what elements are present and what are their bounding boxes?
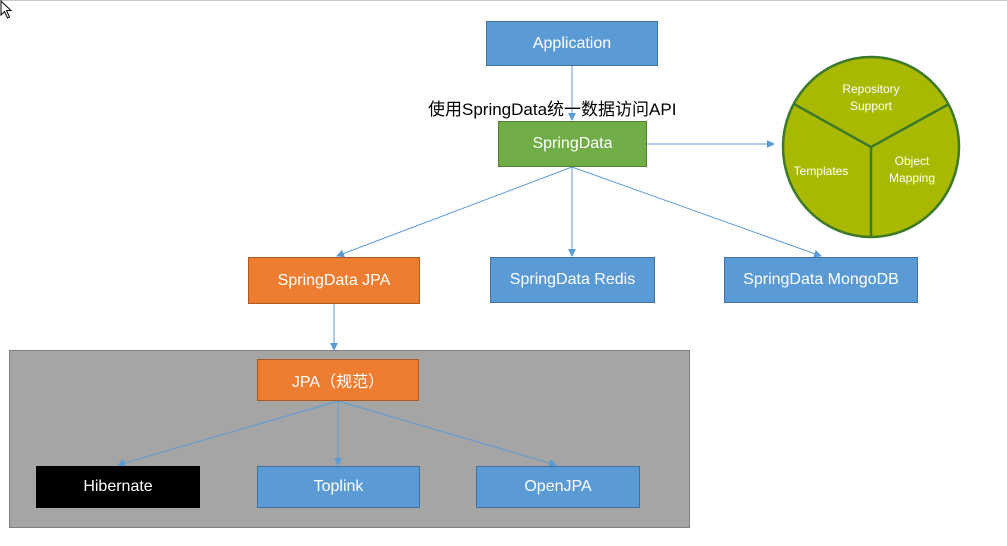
arrow-spec-openjpa bbox=[337, 400, 557, 467]
application-box: Application bbox=[486, 21, 658, 66]
object-mapping-label: Object Mapping bbox=[888, 154, 936, 185]
springdata-features-circle: Repository Support Templates Object Mapp… bbox=[781, 55, 961, 239]
arrow-springdata-jpa bbox=[336, 166, 573, 258]
arrow-springdata-mongodb bbox=[571, 166, 822, 258]
springdata-mongodb-box: SpringData MongoDB bbox=[724, 257, 918, 303]
springdata-label: SpringData bbox=[532, 135, 613, 152]
features-pie-chart bbox=[781, 55, 961, 239]
hibernate-box: Hibernate bbox=[36, 466, 200, 508]
springdata-jpa-label: SpringData JPA bbox=[277, 271, 391, 289]
springdata-jpa-box: SpringData JPA bbox=[248, 257, 420, 304]
hibernate-label: Hibernate bbox=[83, 478, 153, 495]
springdata-redis-label: SpringData Redis bbox=[509, 271, 636, 288]
springdata-mongodb-label: SpringData MongoDB bbox=[743, 271, 899, 288]
openjpa-box: OpenJPA bbox=[476, 466, 640, 508]
repository-support-label: Repository Support bbox=[842, 82, 900, 113]
mouse-cursor-icon bbox=[0, 0, 13, 19]
toplink-box: Toplink bbox=[257, 466, 420, 508]
jpa-spec-label: JPA（规范） bbox=[291, 374, 385, 391]
openjpa-label: OpenJPA bbox=[524, 478, 592, 495]
toplink-label: Toplink bbox=[313, 478, 364, 495]
templates-label: Templates bbox=[793, 164, 849, 178]
application-label: Application bbox=[532, 34, 612, 52]
springdata-caption: 使用SpringData统一数据访问API bbox=[428, 100, 677, 119]
arrow-spec-hibernate bbox=[117, 400, 339, 467]
jpa-spec-box: JPA（规范） bbox=[257, 359, 419, 401]
springdata-redis-box: SpringData Redis bbox=[490, 257, 655, 303]
springdata-box: SpringData bbox=[498, 121, 647, 167]
window-top-border bbox=[0, 0, 1007, 1]
